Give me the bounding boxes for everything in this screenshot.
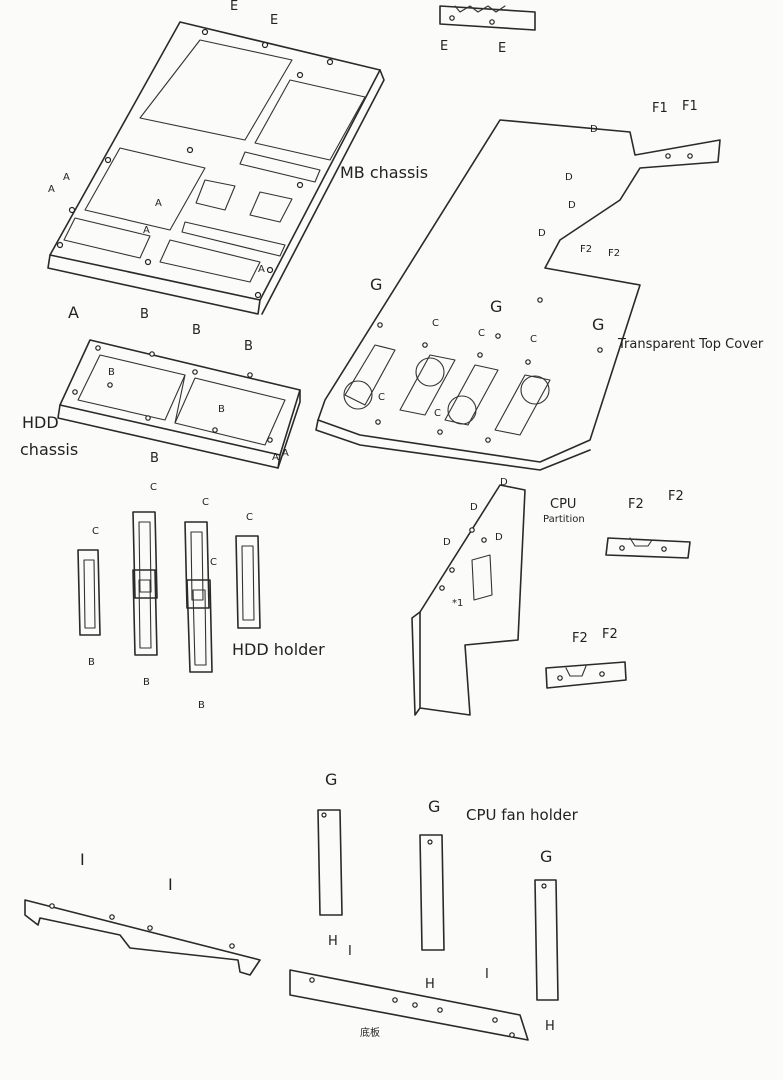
label-c: C [150,482,157,493]
label-b: B [140,307,149,322]
label-f2: F2 [628,497,644,512]
label-g: G [325,770,337,789]
label-h: H [545,1019,555,1034]
hdd-chassis-label-line1: HDD [22,413,59,432]
label-b: B [108,367,115,378]
label-f2: F2 [602,627,618,642]
label-b: B [192,323,201,338]
label-g: G [592,315,604,334]
label-g: G [540,847,552,866]
mb-chassis-label: MB chassis [340,163,428,182]
f2-block-lower-drawing [545,661,627,689]
label-d: D [470,502,478,513]
hdd-chassis-label-line2: chassis [20,440,78,459]
i-bar-drawing [24,899,261,976]
label-e: E [270,13,278,28]
cpu-partition-label-line1: CPU [550,497,576,512]
cpu-fan-holder-label: CPU fan holder [466,806,579,824]
bottom-note: 底板 [360,1026,380,1039]
label-c: C [210,557,217,568]
label-c: C [92,526,99,537]
label-a: A [63,172,70,183]
e-block-drawing [439,5,536,31]
label-c: C [432,318,439,329]
mb-chassis-holes [56,28,334,299]
label-a: A [282,448,289,459]
label-d: D [495,532,503,543]
label-i: I [485,967,489,982]
transparent-top-cover-label: Transparent Top Cover [617,337,764,352]
label-b: B [150,451,159,466]
label-b: B [198,700,205,711]
label-b: B [88,657,95,668]
label-e: E [230,0,238,14]
cpu-fan-holder-drawing [289,809,559,1041]
label-b: B [244,339,253,354]
label-f1: F1 [652,101,668,116]
label-h: H [328,934,338,949]
label-c: C [478,328,485,339]
label-d: D [443,537,451,548]
label-b: B [143,677,150,688]
cpu-partition-label-line2: Partition [543,514,585,525]
label-g: G [428,797,440,816]
label-i: I [80,850,85,869]
hdd-holders-drawing [77,511,261,673]
label-h: H [425,977,435,992]
label-a: A [272,452,279,463]
label-f2: F2 [580,244,592,255]
label-f2: F2 [668,489,684,504]
label-d: D [500,477,508,488]
label-b: B [218,404,225,415]
label-f1: F1 [682,99,698,114]
label-a: A [143,225,150,236]
label-f2: F2 [608,248,620,259]
label-c: C [246,512,253,523]
hdd-holder-label: HDD holder [232,640,325,659]
label-c: C [202,497,209,508]
label-a: A [258,264,265,275]
hdd-chassis-drawing [57,339,301,469]
label-a: A [155,198,162,209]
label-d: D [568,200,576,211]
label-d: D [590,124,598,135]
label-f2: F2 [572,631,588,646]
label-c: C [378,392,385,403]
label-d: D [538,228,546,239]
cpu-partition-drawing [411,484,526,716]
label-c: C [434,408,441,419]
label-e: E [498,41,506,56]
label-a: A [68,303,79,322]
label-g: G [490,297,502,316]
label-i: I [348,944,352,959]
label-g: G [370,275,382,294]
mb-chassis-drawing [47,21,385,315]
label-i: I [168,875,173,894]
star-note: *1 [452,598,463,609]
label-d: D [565,172,573,183]
label-c: C [530,334,537,345]
label-a: A [48,184,55,195]
label-e: E [440,39,448,54]
f2-block-upper-drawing [605,537,691,559]
transparent-top-cover-drawing [315,119,721,471]
